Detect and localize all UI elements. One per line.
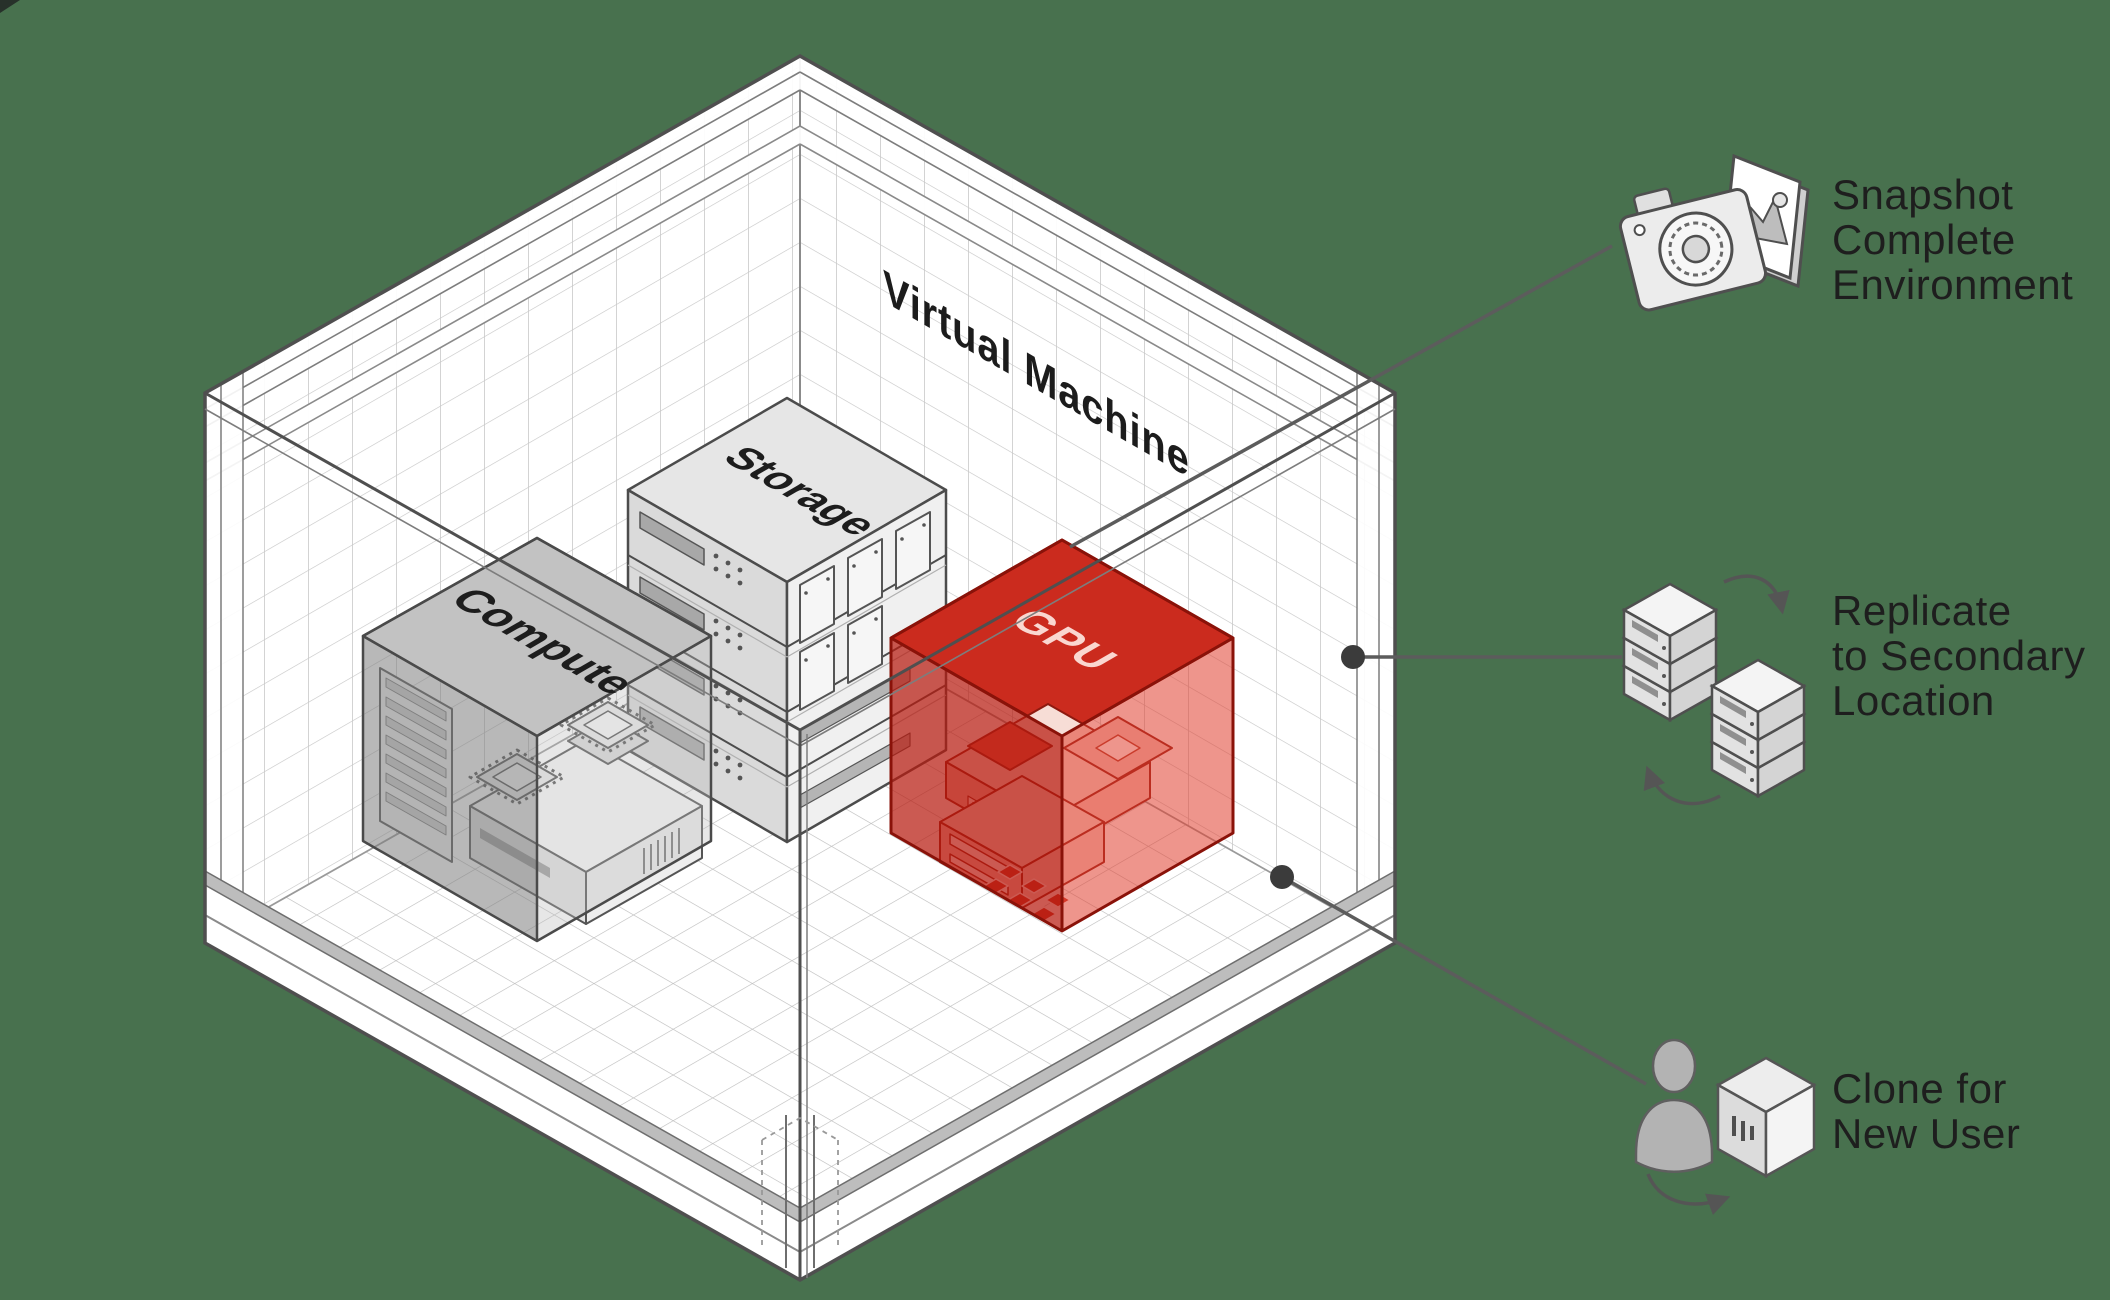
compute-box: Compute xyxy=(361,536,713,943)
rail-line xyxy=(799,125,1396,464)
front-top-inner-line xyxy=(204,408,801,747)
user-body xyxy=(1634,1098,1714,1173)
storage-box: Storage xyxy=(626,396,948,844)
replicate-arrow-forward xyxy=(1723,574,1790,615)
user-head xyxy=(1651,1038,1697,1094)
camera-photo-icon xyxy=(1618,153,1810,312)
beam-line xyxy=(799,89,1396,428)
secondary-server-stack xyxy=(1710,658,1806,798)
beam-top-left xyxy=(205,56,800,427)
gpu-glass-right xyxy=(1062,638,1233,931)
front-top-inner-line xyxy=(799,408,1396,747)
vm-cube-marks xyxy=(1732,1116,1754,1141)
room-right-wall-grid xyxy=(800,56,1395,943)
rail-line xyxy=(204,125,801,464)
replicate-anchor-dot xyxy=(1341,645,1365,669)
snapshot-callout-text: Snapshot Complete Environment xyxy=(1832,171,2074,308)
replicate-arrow-back xyxy=(1643,765,1721,806)
rail-left xyxy=(205,126,800,481)
beam-top-right xyxy=(800,56,1395,427)
gpu-glass-left xyxy=(891,638,1062,931)
clone-anchor-dot xyxy=(1270,865,1294,889)
compute-edges xyxy=(361,536,713,943)
corner-artifact xyxy=(0,0,20,13)
callout-connectors xyxy=(1069,244,1647,1086)
room-front-frame xyxy=(203,53,1397,1283)
beam-line xyxy=(204,89,801,428)
server-replication-icon xyxy=(1622,574,1806,806)
room-left-wall-grid xyxy=(205,56,800,943)
replicate-callout-text: Replicate to Secondary Location xyxy=(1832,587,2086,724)
post-left xyxy=(205,371,243,943)
front-top-left-edge xyxy=(204,391,801,732)
user-vm-cube-icon xyxy=(1634,1038,1817,1215)
gpu-box: GPU xyxy=(889,538,1235,933)
hidden-edge-dashes xyxy=(761,1116,839,1250)
front-top-right-edge xyxy=(799,391,1396,732)
clone-connector-line xyxy=(1281,875,1647,1086)
vm-cube xyxy=(1715,1056,1817,1179)
camera-body xyxy=(1618,187,1768,312)
snapshot-connector-line xyxy=(1069,244,1613,549)
beam-line xyxy=(204,71,801,410)
beam-line xyxy=(799,71,1396,410)
clone-callout-text: Clone for New User xyxy=(1832,1065,2021,1157)
primary-server-stack xyxy=(1622,582,1718,722)
gpu-edges xyxy=(889,538,1235,933)
clone-arrow xyxy=(1646,1173,1731,1215)
rail-right xyxy=(800,126,1395,481)
rail-line xyxy=(204,143,801,482)
rail-line xyxy=(799,143,1396,482)
